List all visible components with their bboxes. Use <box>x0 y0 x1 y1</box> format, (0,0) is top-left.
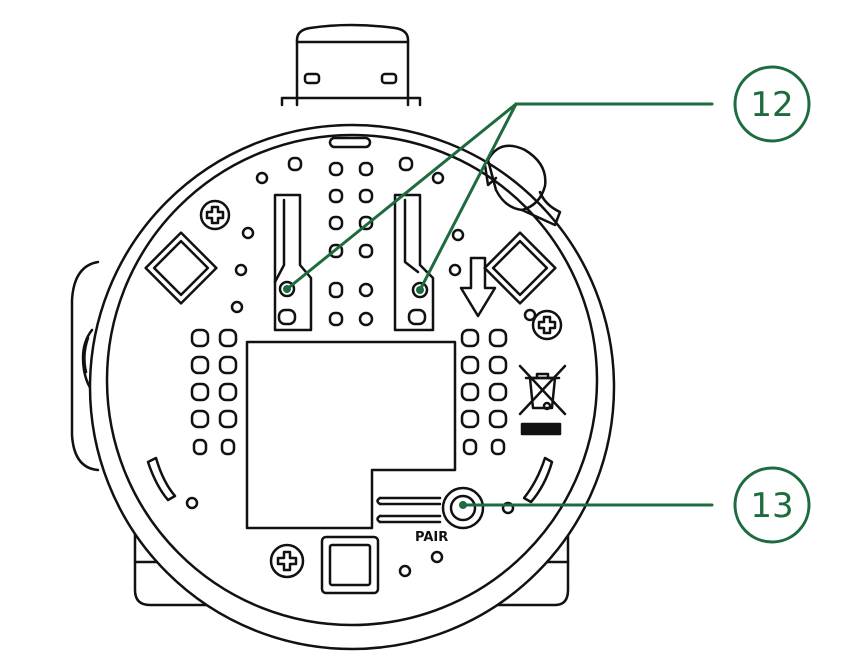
curved-slot <box>146 456 177 502</box>
hole <box>234 263 248 277</box>
hole <box>241 226 255 240</box>
label-cutout <box>245 340 457 530</box>
top-slot <box>328 136 372 149</box>
hole <box>501 501 515 515</box>
hole <box>185 496 199 510</box>
callout-13-circle <box>733 466 811 544</box>
screw-icon <box>531 309 563 341</box>
pair-label: PAIR <box>415 530 448 545</box>
hole <box>398 564 412 578</box>
vent-holes-right <box>460 328 508 456</box>
hole <box>523 308 537 322</box>
screw-icon <box>199 199 231 231</box>
hole <box>230 300 244 314</box>
outer-housing <box>88 123 616 651</box>
hole <box>431 171 445 185</box>
callout-12-circle <box>733 65 811 143</box>
arrow-down-icon <box>459 256 497 318</box>
vent-holes-left <box>190 328 238 456</box>
right-notch <box>483 144 562 227</box>
top-tab <box>280 23 422 107</box>
callout-13-label: 13 <box>750 486 793 526</box>
mounting-plate <box>105 133 599 627</box>
weee-bin-icon <box>518 364 567 436</box>
hole <box>430 550 444 564</box>
callout-12-leader <box>285 102 714 292</box>
mounting-slots <box>273 193 435 332</box>
callout-12-label: 12 <box>750 85 793 125</box>
screw-icon <box>269 543 305 579</box>
left-diamond-pad <box>144 231 218 305</box>
bottom-square-pad <box>320 535 380 595</box>
hole <box>448 263 462 277</box>
curved-slot <box>522 456 554 504</box>
vent-holes-center <box>287 156 414 327</box>
hole <box>255 171 269 185</box>
hole <box>451 228 465 242</box>
right-diamond-pad <box>483 231 557 305</box>
pair-button <box>376 486 485 530</box>
